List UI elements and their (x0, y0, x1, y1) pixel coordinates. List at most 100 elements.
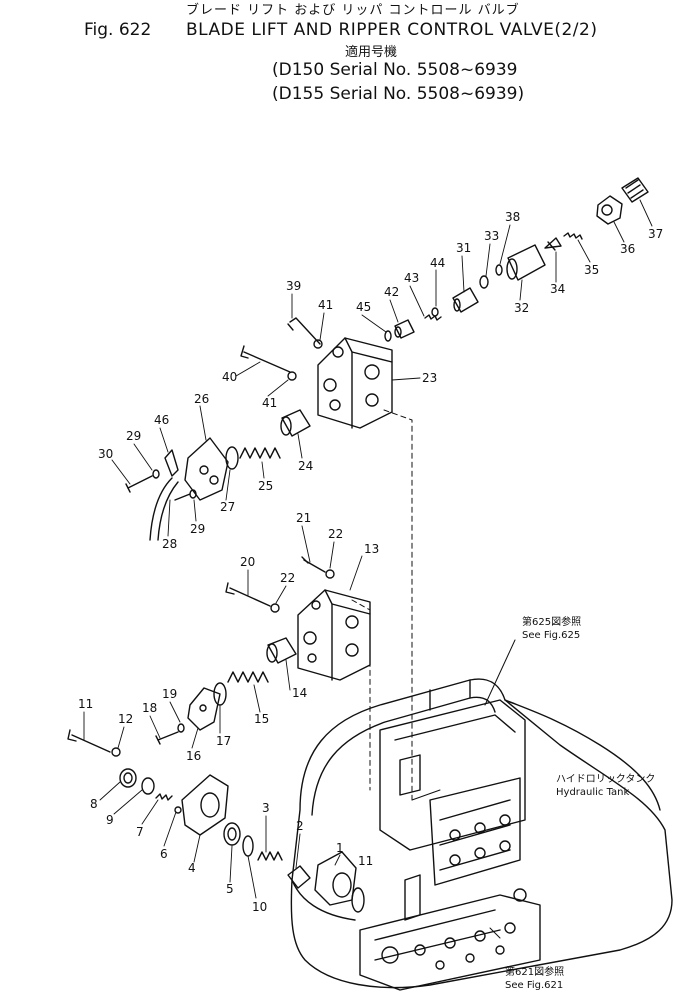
serial-range-d155: (D155 Serial No. 5508~6939) (272, 84, 525, 104)
plunger-14 (266, 637, 297, 664)
spring-43 (424, 314, 442, 321)
callout-22-upper: 22 (328, 527, 343, 541)
valve-body-23 (317, 337, 393, 429)
callout-12: 12 (118, 712, 133, 726)
sleeve-32 (506, 244, 546, 281)
plunger-24 (280, 409, 311, 437)
callout-15: 15 (254, 712, 269, 726)
ball-6 (174, 806, 182, 814)
ref-fig621-en: See Fig.621 (505, 980, 563, 991)
callout-23: 23 (422, 371, 437, 385)
plug-42 (394, 319, 415, 339)
callout-11-upper: 11 (78, 697, 93, 711)
callout-33: 33 (484, 229, 499, 243)
piston-44 (431, 307, 439, 317)
callout-20: 20 (240, 555, 255, 569)
figure-number: Fig. 622 (84, 20, 152, 40)
oring-17 (213, 682, 227, 706)
callout-34: 34 (550, 282, 565, 296)
cap-8 (119, 768, 137, 788)
callout-27: 27 (220, 500, 235, 514)
applicable-models-label: 適用号機 (345, 45, 398, 60)
serial-range-d150: (D150 Serial No. 5508~6939 (272, 60, 518, 80)
callout-1: 1 (336, 841, 344, 855)
cover-16 (187, 687, 221, 731)
callout-25: 25 (258, 479, 273, 493)
control-valve-assembly (359, 699, 541, 991)
ref-fig625-jp: 第625図参照 (522, 615, 581, 628)
washer-12 (111, 747, 121, 757)
spring-15 (227, 671, 269, 683)
callout-39: 39 (286, 279, 301, 293)
washer-22-upper (325, 569, 335, 579)
ref-fig621-jp: 第621図参照 (505, 965, 564, 978)
callout-43: 43 (404, 271, 419, 285)
callout-40: 40 (222, 370, 237, 384)
callout-11-lower: 11 (358, 854, 373, 868)
callout-36: 36 (620, 242, 635, 256)
callout-9: 9 (106, 813, 114, 827)
callout-32: 32 (514, 301, 529, 315)
nut-36 (596, 195, 623, 225)
oring-11-lower (351, 887, 365, 913)
poppet-34 (544, 237, 562, 251)
callout-13: 13 (364, 542, 379, 556)
bolt-30 (125, 475, 153, 493)
callout-37: 37 (648, 227, 663, 241)
callout-44: 44 (430, 256, 445, 270)
tank-label-en: Hydraulic Tank (556, 787, 630, 798)
callout-29-upper: 29 (126, 429, 141, 443)
ring-33 (479, 275, 489, 289)
callout-19: 19 (162, 687, 177, 701)
poppet-2 (287, 865, 311, 889)
spring-7 (155, 793, 173, 801)
callout-2: 2 (296, 819, 304, 833)
spring-25 (239, 447, 281, 459)
tank-label-jp: ハイドロリックタンク (556, 773, 655, 785)
washer-22-lower (270, 603, 280, 613)
callout-5: 5 (226, 882, 234, 896)
washer-5 (223, 822, 241, 846)
callout-8: 8 (90, 797, 98, 811)
callout-31: 31 (456, 241, 471, 255)
plate-46 (164, 449, 179, 477)
washer-19 (177, 723, 185, 733)
callout-6: 6 (160, 847, 168, 861)
bolt-29-lower (174, 489, 197, 501)
callout-30: 30 (98, 447, 113, 461)
callout-38: 38 (505, 210, 520, 224)
bolt-20 (225, 582, 271, 607)
hose-28 (149, 477, 179, 541)
callout-18: 18 (142, 701, 157, 715)
callout-leaders (83, 199, 653, 899)
callout-21: 21 (296, 511, 311, 525)
callout-17: 17 (216, 734, 231, 748)
callout-28: 28 (162, 537, 177, 551)
callout-42: 42 (384, 285, 399, 299)
part-number-callouts: 1 2 3 4 5 6 7 8 9 10 11 11 12 13 14 15 1… (78, 210, 663, 914)
callout-3: 3 (262, 801, 270, 815)
valve-body-13 (297, 589, 371, 681)
callout-45: 45 (356, 300, 371, 314)
callout-24: 24 (298, 459, 313, 473)
ring-9 (141, 777, 155, 795)
bolt-11 (67, 729, 111, 753)
callout-46: 46 (154, 413, 169, 427)
callout-7: 7 (136, 825, 144, 839)
washer-41-lower (287, 371, 297, 381)
callout-14: 14 (292, 686, 307, 700)
callout-41-upper: 41 (318, 298, 333, 312)
callout-4: 4 (188, 861, 196, 875)
cap-37 (621, 177, 649, 203)
washer-41-upper (313, 339, 323, 349)
washer-29-upper (152, 469, 160, 479)
bolt-39 (287, 317, 321, 345)
callout-29-lower: 29 (190, 522, 205, 536)
oring-45 (384, 330, 392, 342)
elbow-1 (314, 851, 357, 906)
bolt-21 (301, 556, 326, 573)
ring-38 (495, 264, 503, 276)
callout-16: 16 (186, 749, 201, 763)
callout-26: 26 (194, 392, 209, 406)
